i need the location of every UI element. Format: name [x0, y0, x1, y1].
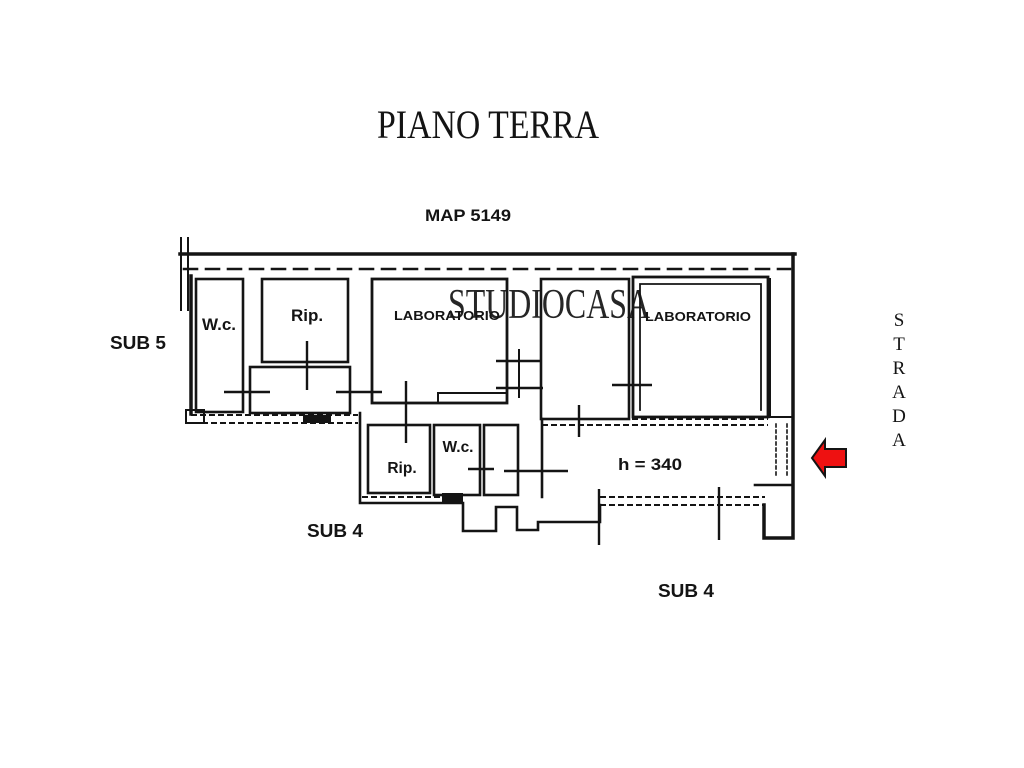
room-small: [482, 423, 520, 497]
street-label: S T R A D A: [892, 310, 906, 451]
street-letter: T: [893, 334, 905, 355]
street-letter: D: [892, 406, 906, 427]
room-rip-lower: [366, 423, 432, 495]
room-labels: W.c. Rip. LABORATORIO LABORATORIO Rip. W…: [202, 306, 751, 477]
lower-boundary: [358, 411, 602, 533]
page-title: PIANO TERRA: [377, 102, 599, 147]
label-wc-upper: W.c.: [202, 315, 236, 334]
room-hallway: [248, 365, 352, 415]
label-rip-lower: Rip.: [387, 460, 416, 477]
room-lab-left: [370, 277, 509, 405]
door-marks: [224, 341, 721, 545]
threshold-middle: [442, 493, 463, 502]
street-letter: S: [894, 310, 905, 331]
room-wc-upper: [194, 277, 245, 414]
outer-walls: [178, 237, 797, 540]
label-lab-left: LABORATORIO: [394, 308, 500, 323]
room-lab-right: [631, 275, 770, 419]
label-rip-upper: Rip.: [291, 306, 323, 325]
map-label: MAP 5149: [425, 206, 511, 225]
label-height-note: h = 340: [618, 455, 682, 474]
entrance-arrow-icon: [810, 436, 847, 480]
street-letter: R: [893, 358, 906, 379]
sub4-right-label: SUB 4: [658, 581, 714, 601]
sub5-label: SUB 5: [110, 333, 166, 353]
label-wc-lower: W.c.: [442, 439, 473, 456]
room-walls: [194, 275, 795, 499]
street-letter: A: [892, 382, 906, 403]
threshold-left: [303, 415, 331, 423]
sub4-left-label: SUB 4: [307, 521, 363, 541]
street-letter: A: [892, 430, 906, 451]
room-rip-upper: [260, 277, 350, 364]
watermark: STUDIOCASA: [448, 282, 651, 328]
label-lab-right: LABORATORIO: [645, 309, 751, 324]
room-wc-lower: [432, 423, 482, 497]
room-middle: [539, 277, 631, 421]
